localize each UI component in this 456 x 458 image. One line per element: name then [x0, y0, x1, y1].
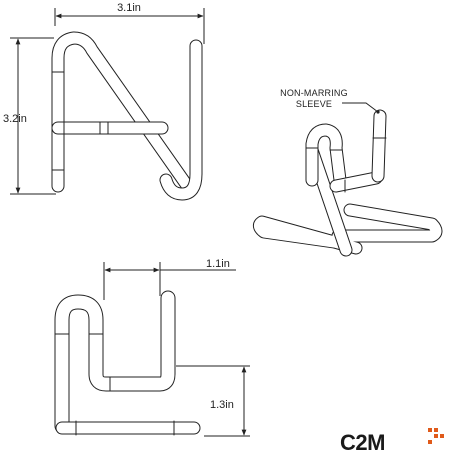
height-bottom-label: 1.3in — [210, 399, 234, 411]
side-view — [54, 290, 201, 436]
callout-line1: NON-MARRING — [280, 88, 348, 98]
height-dimension-left — [10, 37, 56, 195]
width-dimension-bottom — [103, 262, 236, 300]
width-top-label: 3.1in — [117, 2, 141, 14]
width-dimension-top — [54, 8, 205, 44]
callout-line2: SLEEVE — [296, 99, 332, 109]
c2m-logo: C2M — [340, 428, 444, 454]
height-left-label: 3.2in — [3, 113, 27, 125]
logo-accent-squares — [428, 428, 444, 444]
side-l-rod — [54, 290, 176, 434]
logo-text: C2M — [340, 430, 385, 454]
front-view — [51, 31, 203, 201]
height-dimension-bottom — [176, 365, 250, 437]
isometric-view — [252, 109, 443, 257]
callout-leader — [342, 102, 379, 113]
width-bottom-label: 1.1in — [206, 258, 230, 270]
